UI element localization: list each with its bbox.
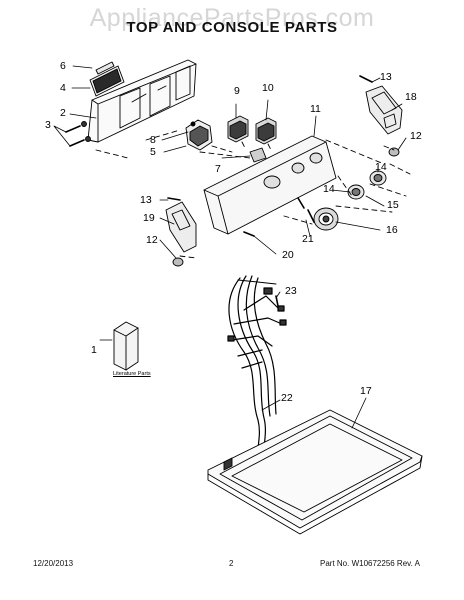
knob-14b-part (347, 184, 365, 200)
callout-3: 3 (45, 119, 51, 131)
callout-14a: 14 (375, 161, 387, 173)
callout-2: 2 (60, 107, 66, 119)
console-panel-part (203, 135, 337, 235)
callout-18: 18 (405, 91, 417, 103)
watermark: AppliancePartsPros.com (89, 4, 375, 32)
switch-10-part (255, 117, 277, 145)
callout-16: 16 (386, 224, 398, 236)
control-bracket-part (87, 59, 197, 143)
knob-14a-part (369, 170, 387, 186)
callout-7: 7 (215, 163, 221, 175)
right-endcap-part (365, 85, 403, 135)
callout-12b: 12 (146, 234, 158, 246)
clip-12a-part (388, 147, 400, 157)
callout-23: 23 (285, 285, 297, 297)
screw-13a-part (359, 75, 373, 83)
screw-20-part (243, 231, 255, 237)
callout-22: 22 (281, 392, 293, 404)
screw-pair-part (65, 121, 91, 147)
callout-21: 21 (302, 233, 314, 245)
callout-1: 1 (91, 344, 97, 356)
overlay-part (95, 61, 115, 75)
footer-part-number: Part No. W10672256 Rev. A (320, 559, 420, 568)
callout-8: 8 (150, 134, 156, 146)
callout-13a: 13 (380, 71, 392, 83)
callout-10: 10 (262, 82, 274, 94)
callout-12a: 12 (410, 130, 422, 142)
callout-9: 9 (234, 85, 240, 97)
clip-12b-part (172, 257, 184, 267)
literature-parts-label: Literature Parts (113, 371, 151, 377)
diagram-title: TOP AND CONSOLE PARTS (126, 19, 338, 36)
selector-knob-part (313, 207, 339, 231)
callout-15: 15 (387, 199, 399, 211)
footer-page-number: 2 (229, 559, 234, 568)
display-board-part (89, 65, 125, 97)
left-endcap-part (165, 201, 197, 253)
explode-lines (95, 129, 411, 259)
footer-date: 12/20/2013 (33, 559, 74, 568)
wire-harness-part (227, 275, 287, 463)
switch-9-part (227, 115, 249, 143)
callout-6: 6 (60, 60, 66, 72)
callout-17: 17 (360, 385, 372, 397)
callout-20: 20 (282, 249, 294, 261)
literature-part (113, 321, 139, 371)
screw-21-part (297, 197, 315, 223)
callout-13b: 13 (140, 194, 152, 206)
switch-7-part (249, 147, 267, 163)
callout-5: 5 (150, 146, 156, 158)
leader-lines (53, 65, 407, 429)
screw-13b-part (167, 197, 181, 201)
callout-4: 4 (60, 82, 66, 94)
timer-part (185, 119, 213, 151)
callout-19: 19 (143, 212, 155, 224)
top-panel-part (207, 409, 423, 535)
callout-14b: 14 (323, 183, 335, 195)
callout-11: 11 (310, 103, 321, 115)
